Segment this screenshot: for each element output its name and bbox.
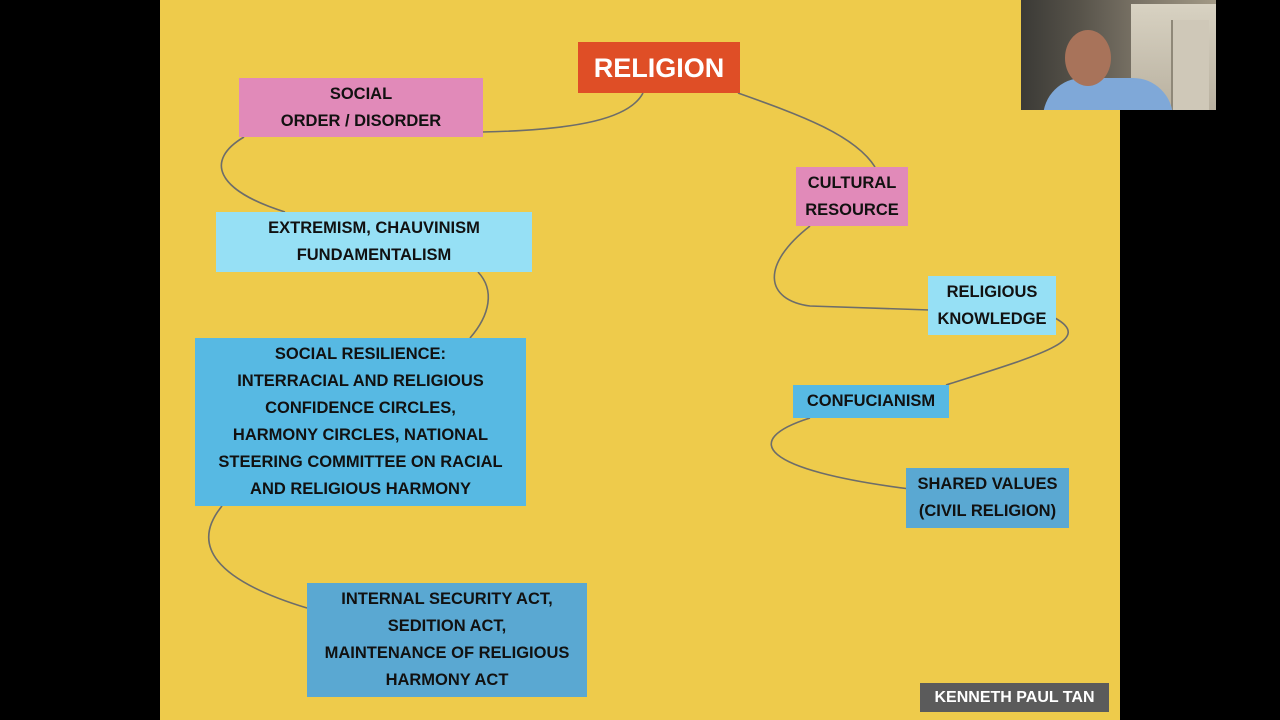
security-acts-node: INTERNAL SECURITY ACT, SEDITION ACT, MAI… <box>307 583 587 697</box>
connector-extremism-resilience <box>469 271 490 339</box>
religious-knowledge-node: RELIGIOUS KNOWLEDGE <box>928 276 1056 335</box>
connector-knowledge-confucianism <box>945 317 1069 386</box>
connector-religion-cultural <box>737 92 876 168</box>
speaker-body <box>1043 78 1173 110</box>
connector-confucianism-shared <box>770 417 911 490</box>
social-resilience-node: SOCIAL RESILIENCE: INTERRACIAL AND RELIG… <box>195 338 526 506</box>
connector-cultural-knowledge <box>773 225 931 311</box>
social-order-node: SOCIAL ORDER / DISORDER <box>239 78 483 137</box>
speaker-name-tag: KENNETH PAUL TAN <box>920 683 1109 712</box>
connector-social-order-extremism <box>220 136 286 213</box>
confucianism-node: CONFUCIANISM <box>793 385 949 418</box>
religion-node: RELIGION <box>578 42 740 93</box>
shared-values-node: SHARED VALUES (CIVIL RELIGION) <box>906 468 1069 528</box>
connector-resilience-security <box>207 505 308 609</box>
speaker-head <box>1065 30 1111 86</box>
speaker-webcam-video <box>1021 0 1216 110</box>
slide: RELIGION SOCIAL ORDER / DISORDER EXTREMI… <box>160 0 1120 720</box>
webcam-background-door <box>1171 20 1209 110</box>
cultural-resource-node: CULTURAL RESOURCE <box>796 167 908 226</box>
connector-religion-social-order <box>481 92 644 133</box>
extremism-node: EXTREMISM, CHAUVINISM FUNDAMENTALISM <box>216 212 532 272</box>
connector-lines <box>207 92 1069 609</box>
